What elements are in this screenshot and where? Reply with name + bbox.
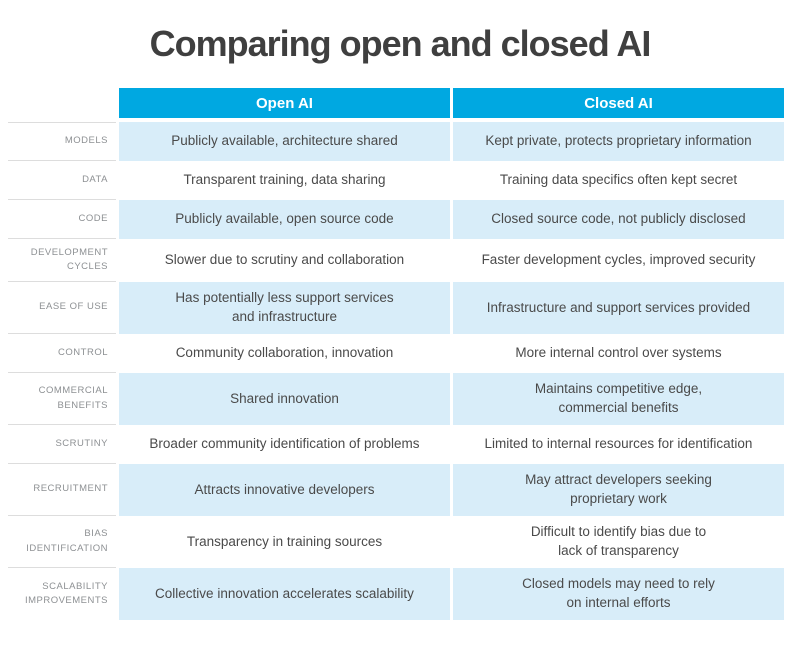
row-label: BIAS IDENTIFICATION <box>8 516 116 568</box>
table-row-scalability-improvements: SCALABILITY IMPROVEMENTS Collective inno… <box>8 568 800 620</box>
cell-closed: Faster development cycles, improved secu… <box>453 239 784 282</box>
table-row-development-cycles: DEVELOPMENT CYCLES Slower due to scrutin… <box>8 239 800 282</box>
table-row-models: MODELS Publicly available, architecture … <box>8 122 800 161</box>
table-row-code: CODE Publicly available, open source cod… <box>8 200 800 239</box>
cell-closed: Closed source code, not publicly disclos… <box>453 200 784 239</box>
row-label: MODELS <box>8 122 116 161</box>
cell-closed: Infrastructure and support services prov… <box>453 282 784 334</box>
cell-open: Shared innovation <box>119 373 450 425</box>
cell-closed: More internal control over systems <box>453 334 784 373</box>
comparison-table: Open AI Closed AI MODELS Publicly availa… <box>0 88 800 620</box>
row-label: DATA <box>8 161 116 200</box>
row-label: COMMERCIAL BENEFITS <box>8 373 116 425</box>
cell-closed: May attract developers seeking proprieta… <box>453 464 784 516</box>
cell-closed: Difficult to identify bias due to lack o… <box>453 516 784 568</box>
row-label: DEVELOPMENT CYCLES <box>8 239 116 282</box>
table-body: MODELS Publicly available, architecture … <box>8 122 800 620</box>
table-row-ease-of-use: EASE OF USE Has potentially less support… <box>8 282 800 334</box>
header-spacer <box>8 88 116 118</box>
table-row-scrutiny: SCRUTINY Broader community identificatio… <box>8 425 800 464</box>
table-row-data: DATA Transparent training, data sharing … <box>8 161 800 200</box>
table-row-bias-identification: BIAS IDENTIFICATION Transparency in trai… <box>8 516 800 568</box>
row-label: SCRUTINY <box>8 425 116 464</box>
cell-open: Has potentially less support services an… <box>119 282 450 334</box>
row-label: CONTROL <box>8 334 116 373</box>
row-label: SCALABILITY IMPROVEMENTS <box>24 580 108 606</box>
cell-open: Attracts innovative developers <box>119 464 450 516</box>
row-label: EASE OF USE <box>8 282 116 334</box>
cell-open: Publicly available, open source code <box>119 200 450 239</box>
table-header: Open AI Closed AI <box>8 88 800 118</box>
table-row-recruitment: RECRUITMENT Attracts innovative develope… <box>8 464 800 516</box>
cell-open: Transparency in training sources <box>119 516 450 568</box>
row-label: RECRUITMENT <box>8 464 116 516</box>
cell-closed: Closed models may need to rely on intern… <box>453 568 784 620</box>
column-header-closed-ai: Closed AI <box>453 88 784 118</box>
cell-open: Broader community identification of prob… <box>119 425 450 464</box>
row-label: CODE <box>8 200 116 239</box>
cell-open: Publicly available, architecture shared <box>119 122 450 161</box>
cell-closed: Limited to internal resources for identi… <box>453 425 784 464</box>
cell-open: Slower due to scrutiny and collaboration <box>119 239 450 282</box>
cell-open: Collective innovation accelerates scalab… <box>119 568 450 620</box>
table-row-commercial-benefits: COMMERCIAL BENEFITS Shared innovation Ma… <box>8 373 800 425</box>
page-title: Comparing open and closed AI <box>149 23 652 64</box>
cell-closed: Training data specifics often kept secre… <box>453 161 784 200</box>
column-header-open-ai: Open AI <box>119 88 450 118</box>
cell-open: Community collaboration, innovation <box>119 334 450 373</box>
cell-open: Transparent training, data sharing <box>119 161 450 200</box>
cell-closed: Kept private, protects proprietary infor… <box>453 122 784 161</box>
table-row-control: CONTROL Community collaboration, innovat… <box>8 334 800 373</box>
cell-closed: Maintains competitive edge, commercial b… <box>453 373 784 425</box>
